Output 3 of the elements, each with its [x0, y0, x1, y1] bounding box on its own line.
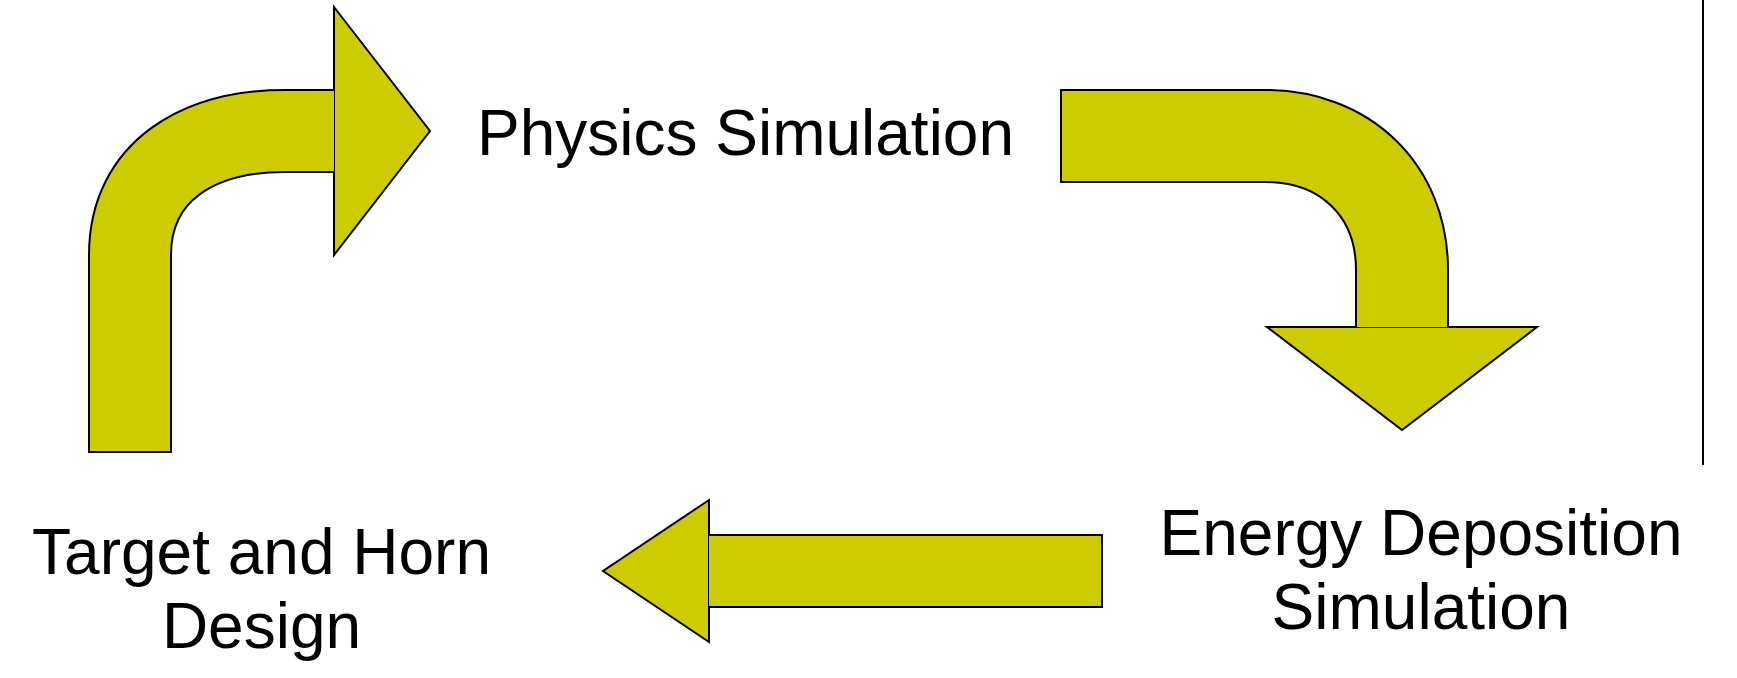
node-label: Physics Simulation — [476, 96, 1015, 170]
node-label: Energy Deposition Simulation — [1158, 496, 1684, 644]
node-label: Target and Horn Design — [31, 515, 492, 663]
